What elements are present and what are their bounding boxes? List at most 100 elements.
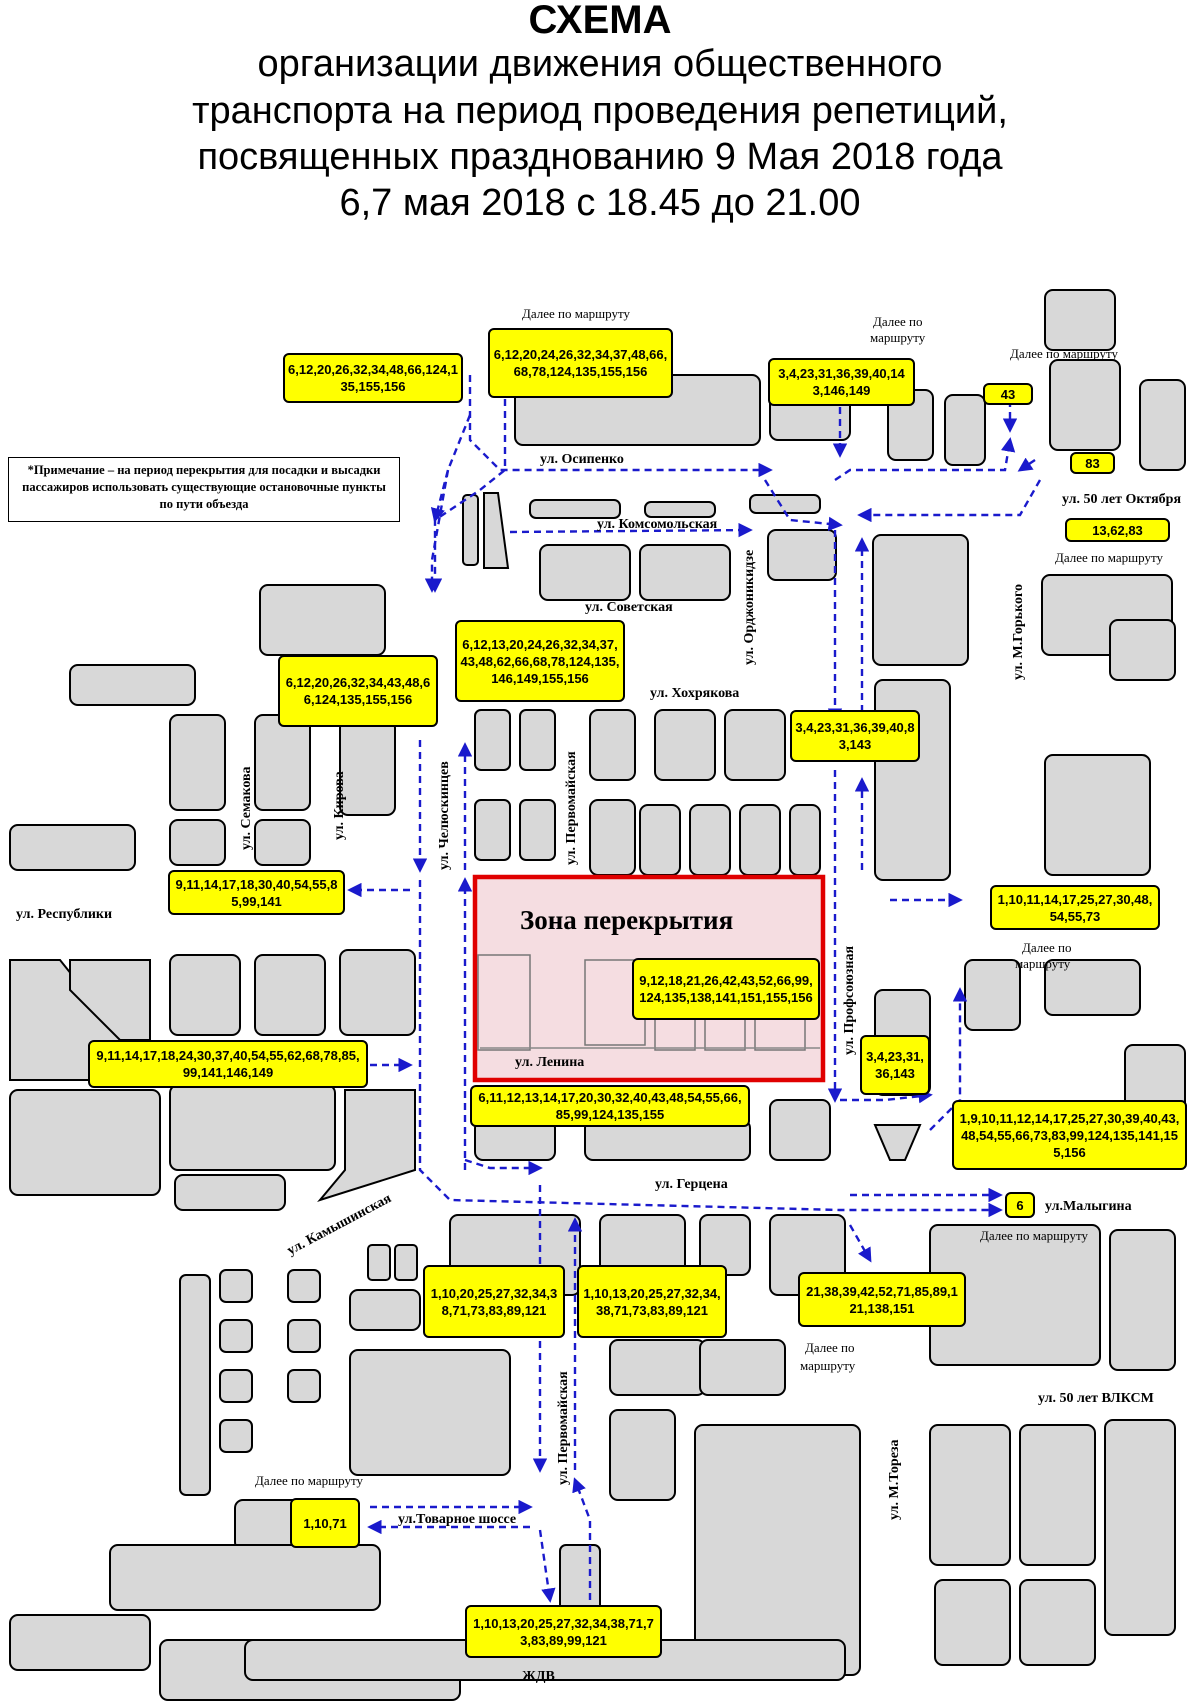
building xyxy=(339,949,416,1036)
building xyxy=(519,799,556,861)
street-label-zhdv: ЖДВ xyxy=(522,1669,555,1684)
title-line-4: 6,7 мая 2018 с 18.45 до 21.00 xyxy=(339,182,861,224)
building xyxy=(609,1409,676,1501)
building xyxy=(1109,619,1176,681)
building xyxy=(9,1089,161,1196)
building xyxy=(254,714,311,811)
route-box: 6,12,13,20,24,26,32,34,37,43,48,62,66,68… xyxy=(455,620,625,702)
route-box: 9,12,18,21,26,42,43,52,66,99,124,135,138… xyxy=(632,958,820,1020)
street-label-malygina: ул.Малыгина xyxy=(1045,1199,1132,1214)
street-label-respubliki: ул. Республики xyxy=(16,907,112,922)
building xyxy=(9,1614,151,1671)
building xyxy=(639,804,681,876)
street-label-tovarnoe-shosse: ул.Товарное шоссе xyxy=(398,1512,516,1527)
street-label-pervomayskaya: ул. Первомайская xyxy=(564,751,579,865)
detour-route xyxy=(418,880,1003,1218)
building xyxy=(109,1544,381,1611)
street-label-lenina: ул. Ленина xyxy=(515,1055,584,1070)
building xyxy=(254,819,311,866)
route-box: 6,11,12,13,14,17,20,30,32,40,43,48,54,55… xyxy=(470,1085,750,1127)
building xyxy=(474,709,511,771)
title-line-3: посвященных празднованию 9 Мая 2018 года xyxy=(197,136,1003,178)
detour-route xyxy=(1017,457,1036,472)
further-route-note: маршруту xyxy=(800,1358,856,1373)
building xyxy=(519,709,556,771)
further-route-note: Далее по xyxy=(1022,940,1072,955)
building xyxy=(254,954,326,1036)
building xyxy=(929,1424,1011,1566)
street-label-m-gorkogo: ул. М.Горького xyxy=(1011,584,1026,680)
detour-route xyxy=(538,1529,556,1603)
building xyxy=(259,584,386,656)
street-label-50-let-vlksm: ул. 50 лет ВЛКСМ xyxy=(1038,1391,1154,1406)
route-box: 9,11,14,17,18,30,40,54,55,85,99,141 xyxy=(168,870,345,915)
building xyxy=(539,544,631,601)
street-label-sovetskaya: ул. Советская xyxy=(585,600,673,615)
building xyxy=(1109,1229,1176,1371)
route-box: 3,4,23,31,36,39,40,83,143 xyxy=(790,710,920,762)
building xyxy=(474,799,511,861)
detour-route xyxy=(840,1089,933,1104)
building xyxy=(1044,959,1141,1016)
building xyxy=(769,1099,831,1161)
building xyxy=(169,819,226,866)
building xyxy=(1049,359,1121,451)
building xyxy=(964,959,1021,1031)
building xyxy=(944,394,986,466)
building xyxy=(287,1269,321,1303)
building xyxy=(1044,754,1151,876)
building xyxy=(367,1244,391,1281)
closure-zone-label: Зона перекрытия xyxy=(520,905,734,935)
building xyxy=(609,1339,706,1396)
route-box: 6,12,20,26,32,34,48,66,124,135,155,156 xyxy=(283,353,463,403)
building xyxy=(1139,379,1186,471)
detour-route xyxy=(509,522,753,538)
building xyxy=(219,1419,253,1453)
route-box: 6,12,20,24,26,32,34,37,48,66,68,78,124,1… xyxy=(488,328,673,398)
further-route-note: Далее по xyxy=(873,314,923,329)
route-box: 1,9,10,11,12,14,17,25,27,30,39,40,43,48,… xyxy=(952,1100,1187,1170)
building xyxy=(589,709,636,781)
building xyxy=(1044,289,1116,351)
street-label-komsomolskaya: ул. Комсомольская xyxy=(597,517,718,532)
building xyxy=(169,714,226,811)
street-label-khokhryakova: ул. Хохрякова xyxy=(650,686,739,701)
building xyxy=(689,804,731,876)
route-box: 83 xyxy=(1070,452,1115,474)
building xyxy=(462,494,479,566)
street-label-osipenko: ул. Осипенко xyxy=(540,452,624,467)
building xyxy=(724,709,786,781)
buildings xyxy=(9,289,1186,1701)
street-label-gertsena: ул. Герцена xyxy=(655,1177,728,1192)
further-route-notes: Далее по маршруту Далее по маршруту Дале… xyxy=(255,306,1163,1488)
building xyxy=(169,1084,336,1171)
building xyxy=(872,534,969,666)
building xyxy=(219,1269,253,1303)
building xyxy=(639,544,731,601)
detour-route xyxy=(763,479,843,532)
further-route-note: Далее по маршруту xyxy=(255,1473,363,1488)
building xyxy=(287,1369,321,1403)
street-label-chelyuskintsev: ул. Челюскинцев xyxy=(437,761,452,870)
building xyxy=(219,1369,253,1403)
further-route-note: маршруту xyxy=(870,330,926,345)
building xyxy=(349,1289,421,1331)
map-title: СХЕМА xyxy=(528,0,672,42)
route-box: 1,10,11,14,17,25,27,30,48,54,55,73 xyxy=(990,885,1160,930)
building xyxy=(174,1174,286,1211)
further-route-note: Далее по маршруту xyxy=(1010,346,1118,361)
street-label-kirova: ул. Кирова xyxy=(332,771,347,840)
building xyxy=(317,1089,416,1202)
building xyxy=(699,1339,786,1396)
further-route-note: Далее по маршруту xyxy=(1055,550,1163,565)
street-label-pervomayskaya-south: ул. Первомайская xyxy=(556,1371,571,1485)
building xyxy=(789,804,821,876)
further-route-note: Далее по маршруту xyxy=(522,306,630,321)
building xyxy=(339,719,396,816)
building xyxy=(1104,1419,1176,1636)
street-label-ordzhonikidze: ул. Орджоникидзе xyxy=(742,550,757,665)
street-label-semakova: ул. Семакова xyxy=(239,766,254,850)
building xyxy=(767,529,837,581)
route-box: 13,62,83 xyxy=(1065,518,1170,542)
